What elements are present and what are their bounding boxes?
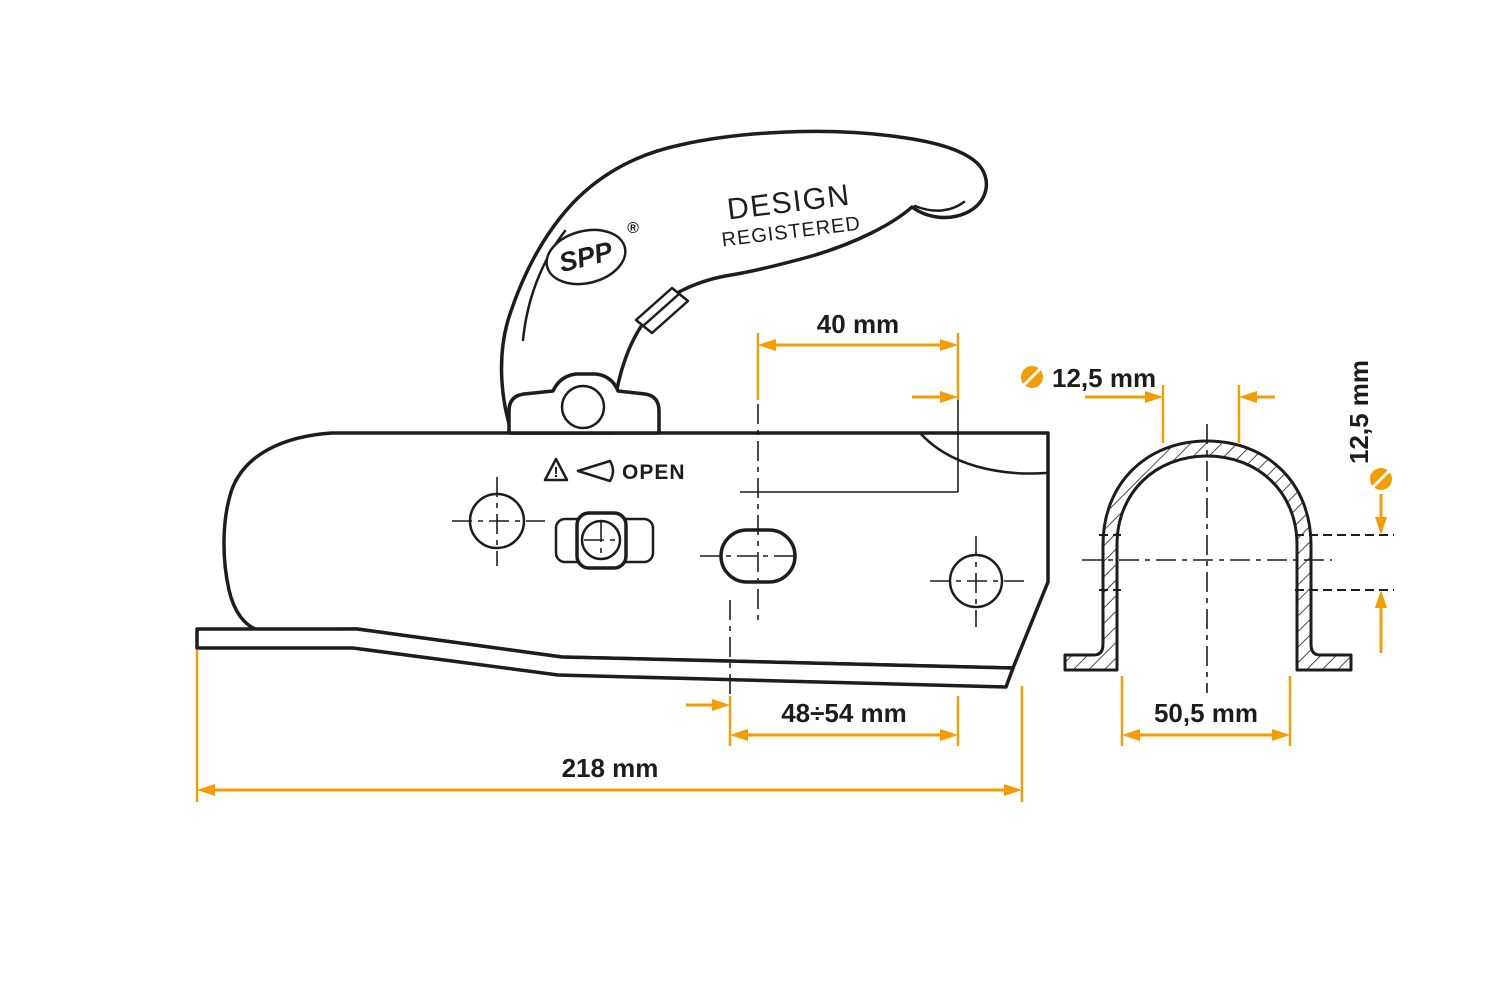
- dim50-arrow-left: [1122, 729, 1140, 741]
- dim50-arrow-right: [1272, 729, 1290, 741]
- dim40-label: 40 mm: [817, 309, 899, 339]
- dim48-arrow-right: [940, 729, 958, 741]
- diameter-icon-slash: [1022, 367, 1042, 387]
- bracket-pin: [560, 384, 606, 430]
- dim40-ref-arrow: [940, 391, 958, 403]
- open-annotation: ! OPEN: [543, 457, 686, 484]
- registered-trademark-symbol: ®: [627, 220, 639, 237]
- dim218-arrow-right: [1004, 784, 1022, 796]
- dim40-arrow-right: [940, 339, 958, 351]
- dim-d-side-arrow-up: [1375, 590, 1387, 608]
- dim50-label: 50,5 mm: [1154, 698, 1258, 728]
- handle-latch-inner-line: [641, 292, 681, 328]
- spp-logo-ellipse: [545, 228, 627, 286]
- cross-section-view: [1063, 424, 1394, 693]
- open-label: OPEN: [622, 461, 686, 484]
- warning-exclamation: !: [554, 464, 559, 481]
- dimension-hole-diameter-top: 12,5 mm: [1021, 363, 1275, 443]
- open-pointer-icon: [576, 459, 615, 483]
- handle: SPP ® DESIGN REGISTERED: [499, 129, 989, 435]
- base-plate-outline: [195, 627, 1015, 689]
- dim-d-top-label: 12,5 mm: [1052, 363, 1156, 393]
- dimension-slot-range: 48÷54 mm: [686, 600, 960, 746]
- dim-d-top-arrow-left: [1145, 391, 1163, 403]
- channel-profile: [1063, 439, 1353, 672]
- dimensions: 40 mm 12,5 mm 12,5 mm: [195, 309, 1392, 802]
- handle-hook-inner-line: [913, 200, 966, 212]
- spp-logo: SPP ®: [545, 220, 639, 286]
- dim48-label: 48÷54 mm: [781, 698, 907, 728]
- dim-d-side-label: 12,5 mm: [1344, 360, 1374, 464]
- dimension-hole-diameter-side: 12,5 mm: [1344, 360, 1392, 653]
- diameter-icon-side-slash: [1371, 469, 1391, 489]
- side-view: SPP ® DESIGN REGISTERED ! OPEN: [195, 129, 1050, 689]
- warning-triangle-icon: [543, 457, 569, 482]
- dim-d-top-arrow-right: [1239, 391, 1257, 403]
- dim218-arrow-left: [197, 784, 215, 796]
- dimension-profile-width: 50,5 mm: [1120, 676, 1292, 746]
- socket-arc: [918, 431, 1048, 475]
- dim48-ref-arrow: [712, 699, 730, 711]
- dimension-overall-length: 218 mm: [195, 650, 1024, 802]
- dim-d-side-arrow-down: [1375, 517, 1387, 535]
- dim40-arrow-left: [758, 339, 776, 351]
- dim218-label: 218 mm: [562, 753, 659, 783]
- dim48-arrow-left: [730, 729, 748, 741]
- dimension-hole-spacing-top: 40 mm: [756, 309, 960, 622]
